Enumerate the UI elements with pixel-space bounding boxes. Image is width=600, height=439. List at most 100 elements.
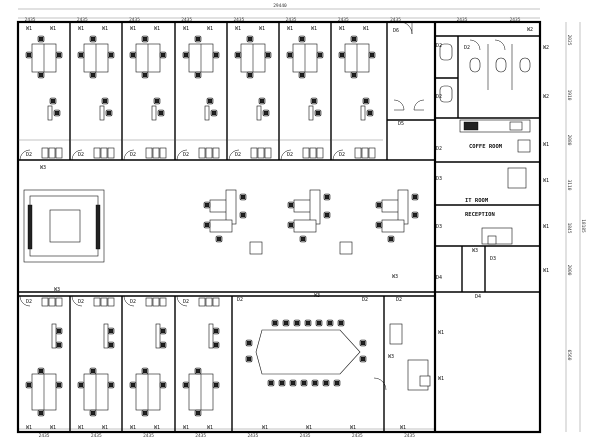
chair-seat	[154, 98, 160, 104]
window-tag: W3	[314, 293, 320, 299]
window-tag: W1	[183, 26, 189, 32]
window-tag: W1	[102, 425, 108, 431]
door-swing	[280, 149, 292, 161]
chair-seat	[247, 36, 253, 42]
module-dimension: 2435	[233, 17, 244, 23]
side-table	[204, 105, 210, 121]
chair-seat	[412, 212, 418, 218]
window-tag: W3	[54, 287, 60, 293]
window-tag: W2	[527, 27, 533, 33]
module-dimension: 2435	[352, 433, 363, 439]
cabinet	[354, 147, 362, 159]
window-tag: W3	[40, 165, 46, 171]
room-tags: D6 D5 D2 D2 D2 D2 D3 D3 D4 W3 D3 D4 W2 W…	[40, 27, 549, 382]
window-tag: W1	[543, 268, 549, 274]
door-tag: D2	[396, 297, 402, 303]
chair-seat	[247, 72, 253, 78]
desk	[381, 219, 405, 233]
module-dimension: 2435	[286, 17, 297, 23]
chair-seat	[246, 340, 252, 346]
door-tag: D2	[183, 299, 189, 305]
chair-seat	[290, 380, 296, 386]
window-tag: W1	[259, 26, 265, 32]
chair-seat	[216, 236, 222, 242]
chair-seat	[288, 222, 294, 228]
chair-seat	[367, 110, 373, 116]
chair-seat	[90, 36, 96, 42]
cabinet	[368, 147, 376, 159]
chair-seat	[38, 72, 44, 78]
door-tag: D6	[393, 28, 399, 34]
cabinet	[100, 297, 108, 307]
chair-seat	[265, 52, 271, 58]
chair-seat	[316, 320, 322, 326]
door-tag: D2	[235, 152, 241, 158]
door-swing	[19, 149, 31, 161]
window-tag: W2	[543, 94, 549, 100]
cabinet	[107, 297, 115, 307]
desk	[225, 189, 237, 225]
side-dimension: 3110	[566, 180, 572, 191]
chair-seat	[324, 194, 330, 200]
chair-seat	[90, 410, 96, 416]
chair-seat	[207, 98, 213, 104]
column	[339, 241, 353, 255]
side-dimension: 2000	[566, 265, 572, 276]
door-swing	[123, 295, 135, 307]
door-tag: D2	[287, 152, 293, 158]
module-dimension: 2435	[300, 433, 311, 439]
door-swing	[176, 149, 188, 161]
desk	[397, 189, 409, 225]
chair-seat	[287, 52, 293, 58]
chair-seat	[38, 36, 44, 42]
coffee-room-label: COFFE ROOM	[469, 144, 503, 150]
restroom-fixtures	[439, 39, 531, 103]
window-tag: W1	[306, 425, 312, 431]
cabinet	[250, 147, 258, 159]
side-table	[208, 323, 214, 349]
stove-icon	[463, 121, 479, 131]
lounge-sofa-set	[23, 189, 105, 263]
chair-seat	[195, 72, 201, 78]
window-tag: W1	[130, 26, 136, 32]
side-table	[47, 105, 53, 121]
chair-seat	[263, 110, 269, 116]
desk	[209, 219, 233, 233]
chair-seat	[38, 368, 44, 374]
window-tag: W1	[543, 224, 549, 230]
side-table	[99, 105, 105, 121]
window-tag: W1	[438, 330, 444, 336]
window-tag: W1	[50, 425, 56, 431]
chair-seat	[204, 222, 210, 228]
chair-seat	[351, 36, 357, 42]
door-swing	[71, 295, 83, 307]
chair-seat	[301, 380, 307, 386]
chair-seat	[26, 382, 32, 388]
window-tag: W1	[78, 26, 84, 32]
module-dimension: 2435	[510, 17, 521, 23]
cabinet	[152, 147, 160, 159]
chair-seat	[312, 380, 318, 386]
window-tag: W3	[388, 354, 394, 360]
module-dimension: 2435	[457, 17, 468, 23]
chair-seat	[130, 52, 136, 58]
window-tag: W1	[78, 425, 84, 431]
module-dimension: 2435	[338, 17, 349, 23]
chair-seat	[102, 98, 108, 104]
manager-chair	[419, 375, 431, 387]
chair-seat	[142, 410, 148, 416]
chair-seat	[108, 342, 114, 348]
door-tag: D4	[475, 294, 481, 300]
door-tag: D2	[436, 94, 442, 100]
chair-seat	[90, 72, 96, 78]
side-dimension: 1910	[566, 90, 572, 101]
chair-seat	[315, 110, 321, 116]
chair-seat	[78, 382, 84, 388]
chair-seat	[56, 382, 62, 388]
door-swing	[332, 149, 344, 161]
side-table	[308, 105, 314, 121]
chair-seat	[299, 72, 305, 78]
side-dimension: 6560	[566, 350, 572, 361]
module-dimension: 2435	[143, 433, 154, 439]
